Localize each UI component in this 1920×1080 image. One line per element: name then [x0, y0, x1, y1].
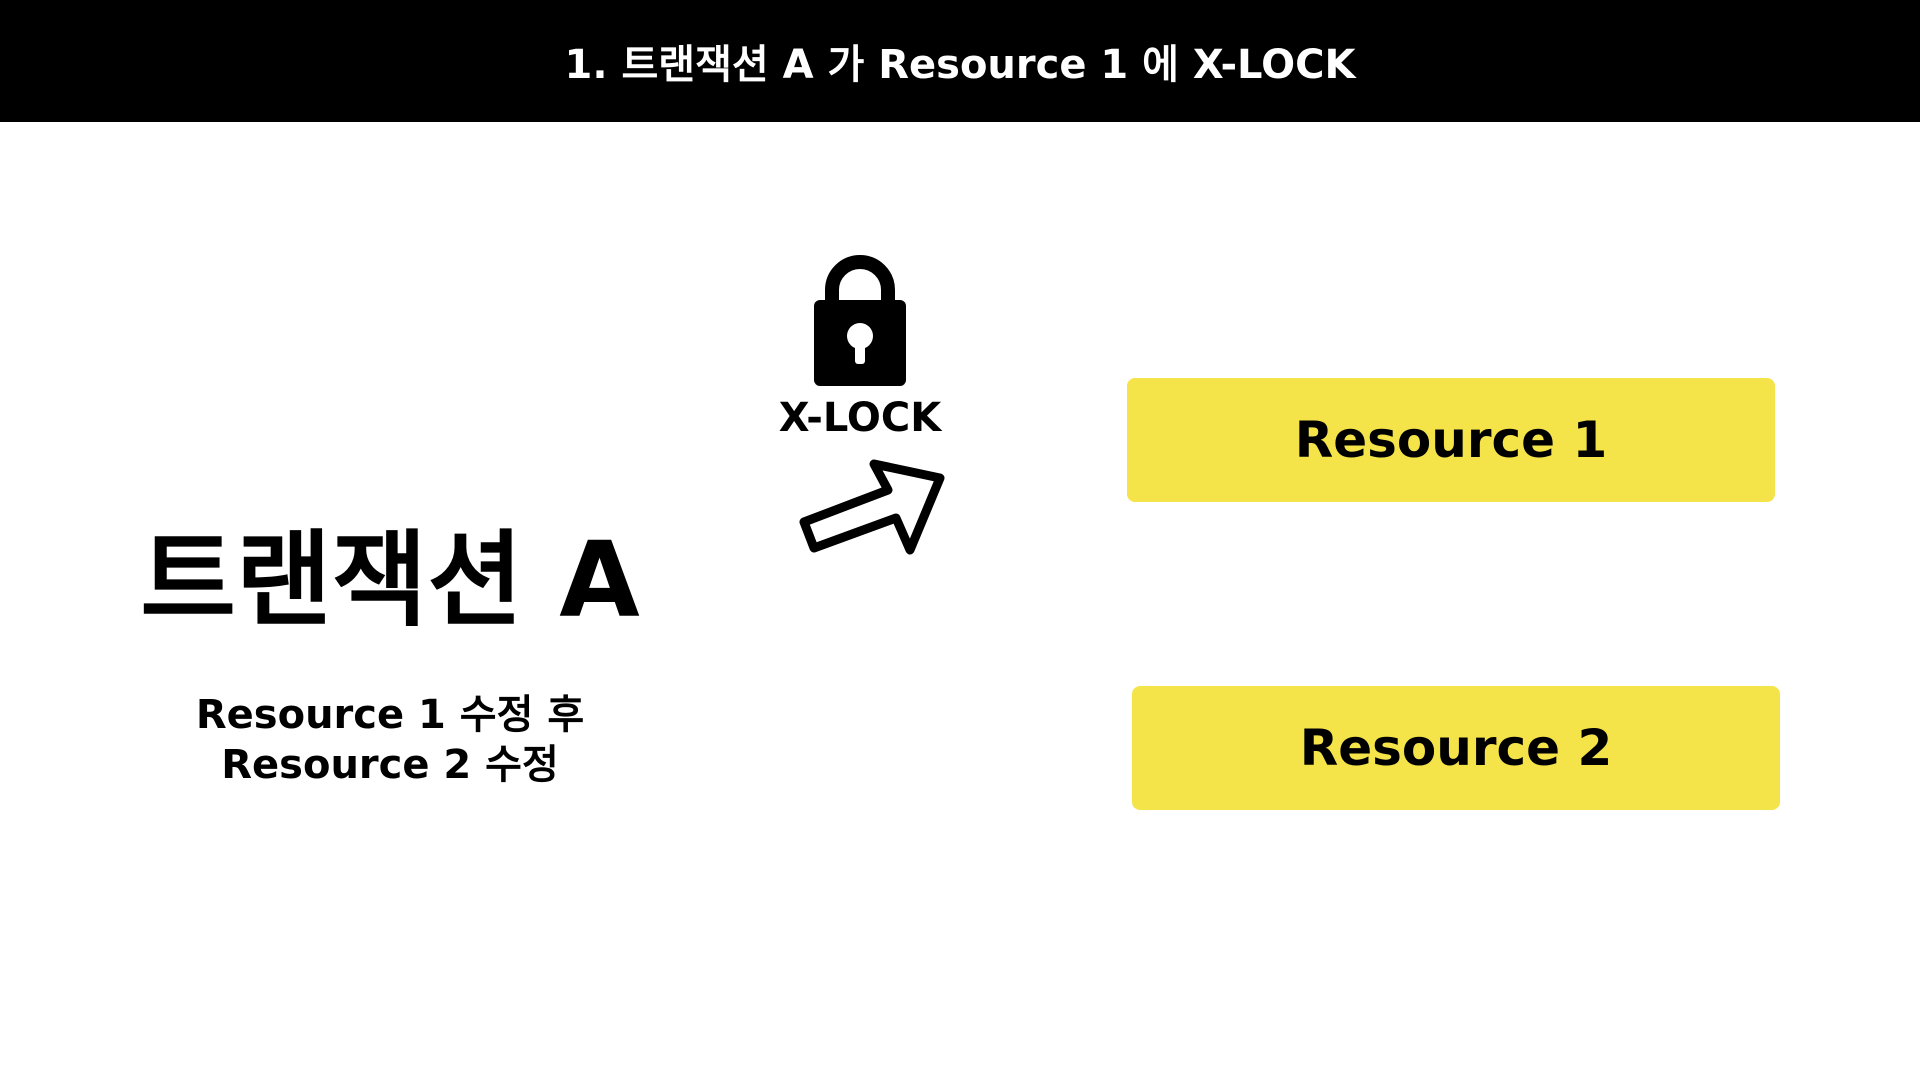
transaction-description-line-1: Resource 1 수정 후: [195, 692, 585, 738]
arrow-up-right-icon: [796, 456, 946, 562]
resource-2-box: Resource 2: [1132, 686, 1780, 810]
resource-2-label: Resource 2: [1299, 719, 1613, 777]
resource-1-box: Resource 1: [1127, 378, 1775, 502]
padlock-icon: [810, 252, 910, 388]
transaction-description: Resource 1 수정 후 Resource 2 수정: [150, 690, 630, 790]
transaction-name: 트랜잭션 A: [140, 519, 640, 641]
page-title: 1. 트랜잭션 A 가 Resource 1 에 X-LOCK: [564, 42, 1356, 88]
lock-label: X-LOCK: [778, 395, 942, 441]
resource-1-label: Resource 1: [1294, 411, 1608, 469]
transaction-description-line-2: Resource 2 수정: [221, 742, 559, 788]
title-bar: 1. 트랜잭션 A 가 Resource 1 에 X-LOCK: [0, 0, 1920, 122]
